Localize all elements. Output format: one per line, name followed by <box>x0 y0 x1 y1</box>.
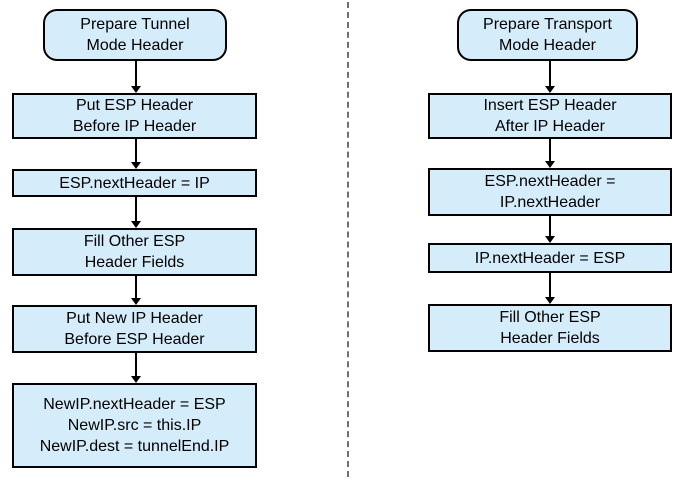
box-text-line: Fill Other ESP <box>499 309 601 326</box>
box-text-line: Prepare Tunnel <box>80 16 190 33</box>
arrow-shaft <box>548 273 551 299</box>
arrowhead-icon <box>544 236 555 243</box>
arrowhead-icon <box>130 86 141 93</box>
box-text-line: Prepare Transport <box>483 16 612 33</box>
down-arrow <box>544 273 555 304</box>
arrowhead-icon <box>544 161 555 168</box>
arrowhead-icon <box>130 298 141 305</box>
box-put-esp-header-before-ip-header: Put ESP Header Before IP Header <box>12 93 257 139</box>
box-text-line: Fill Other ESP <box>83 233 186 250</box>
box-text-line: NewIP.dest = tunnelEnd.IP <box>39 438 230 455</box>
arrow-shaft <box>134 276 137 300</box>
box-esp-nextheader-equals-ip: ESP.nextHeader = IP <box>12 169 257 197</box>
box-text-line: Before IP Header <box>72 118 197 135</box>
arrowhead-icon <box>130 162 141 169</box>
box-text-line: Before ESP Header <box>64 331 205 348</box>
box-put-new-ip-header-before-esp-header: Put New IP Header Before ESP Header <box>12 305 257 353</box>
down-arrow <box>544 61 555 93</box>
box-text-line: Put New IP Header <box>66 310 203 327</box>
box-prepare-transport-mode-header: Prepare Transport Mode Header <box>457 9 638 61</box>
box-fill-other-esp-header-fields-transport: Fill Other ESP Header Fields <box>428 304 672 352</box>
down-arrow <box>544 216 555 243</box>
down-arrow <box>130 61 141 93</box>
box-text-line: NewIP.src = this.IP <box>67 417 202 434</box>
arrow-shaft <box>548 139 551 163</box>
box-text-line: Mode Header <box>86 37 184 54</box>
box-text-line: IP.nextHeader = ESP <box>474 249 626 267</box>
arrow-shaft <box>134 197 137 223</box>
down-arrow <box>130 276 141 305</box>
arrow-shaft <box>134 139 137 164</box>
box-text-line: Insert ESP Header <box>483 97 617 114</box>
arrowhead-icon <box>130 376 141 383</box>
box-ip-nextheader-equals-esp: IP.nextHeader = ESP <box>428 243 672 273</box>
box-newip-field-assignments: NewIP.nextHeader = ESP NewIP.src = this.… <box>12 383 257 468</box>
box-esp-nextheader-equals-ip-nextheader: ESP.nextHeader = IP.nextHeader <box>428 168 672 216</box>
box-text-line: NewIP.nextHeader = ESP <box>43 396 226 413</box>
box-text-line: ESP.nextHeader = IP <box>59 174 210 192</box>
dashed-divider <box>347 2 349 477</box>
box-insert-esp-header-after-ip-header: Insert ESP Header After IP Header <box>428 93 672 139</box>
box-fill-other-esp-header-fields-tunnel: Fill Other ESP Header Fields <box>12 228 257 276</box>
arrowhead-icon <box>544 297 555 304</box>
down-arrow <box>130 139 141 169</box>
down-arrow <box>130 353 141 383</box>
arrow-shaft <box>548 216 551 238</box>
down-arrow <box>544 139 555 168</box>
box-prepare-tunnel-mode-header: Prepare Tunnel Mode Header <box>43 9 227 61</box>
down-arrow <box>130 197 141 228</box>
arrow-shaft <box>134 61 137 88</box>
box-text-line: IP.nextHeader <box>499 194 601 211</box>
box-text-line: Mode Header <box>499 37 596 54</box>
arrowhead-icon <box>544 86 555 93</box>
box-text-line: ESP.nextHeader = <box>484 173 616 190</box>
box-text-line: Put ESP Header <box>75 97 194 114</box>
arrowhead-icon <box>130 221 141 228</box>
box-text-line: Header Fields <box>500 330 600 347</box>
arrow-shaft <box>548 61 551 88</box>
box-text-line: After IP Header <box>495 118 605 135</box>
box-text-line: Header Fields <box>84 254 185 271</box>
arrow-shaft <box>134 353 137 378</box>
